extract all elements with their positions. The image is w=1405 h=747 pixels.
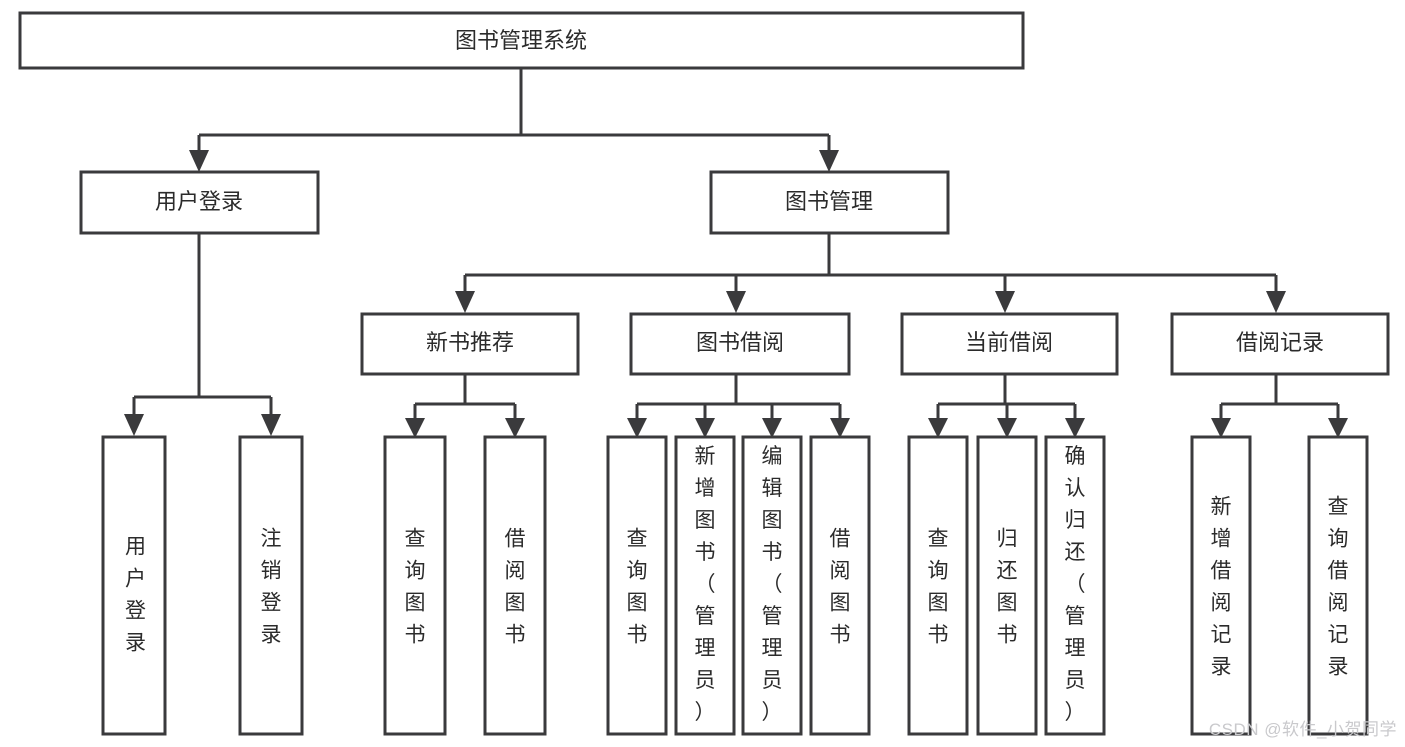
node-book-borrow-box[interactable]: [629, 312, 851, 376]
leaf-current-borrow-0-label: 查询图书: [928, 528, 949, 647]
leaf-current-borrow-0-box[interactable]: [907, 435, 969, 736]
node-borrow-record-box[interactable]: [1170, 312, 1390, 376]
node-new-book-recommend-label: 新书推荐: [426, 330, 514, 355]
leaf-borrow-record-0-label: 新增借阅记录: [1211, 496, 1232, 679]
leaf-current-borrow-2[interactable]: 确认归还（管理员）: [1044, 435, 1106, 736]
node-borrow-record[interactable]: 借阅记录: [1170, 312, 1390, 376]
leaf-current-borrow-0[interactable]: 查询图书: [907, 435, 969, 736]
arrowhead-icon: [1266, 291, 1286, 313]
leaf-borrow-record-0-box[interactable]: [1190, 435, 1252, 736]
leaf-user-login-0-label: 用户登录: [123, 535, 147, 652]
leaf-book-borrow-0[interactable]: 查询图书: [606, 435, 668, 736]
node-book-manage-box[interactable]: [709, 170, 950, 235]
node-user-login-label: 用户登录: [155, 189, 243, 214]
leaf-new-book-0-label: 查询图书: [405, 528, 426, 647]
node-user-login[interactable]: 用户登录: [79, 170, 320, 235]
node-new-book-recommend[interactable]: 新书推荐: [360, 312, 580, 376]
leaf-book-borrow-3[interactable]: 借阅图书: [809, 435, 871, 736]
leaf-borrow-record-1-box[interactable]: [1307, 435, 1369, 736]
node-root-box[interactable]: [18, 11, 1025, 70]
leaf-user-login-1-label: 注销登录: [261, 528, 282, 647]
leaf-book-borrow-3-label: 借阅图书: [830, 528, 851, 647]
node-current-borrow-box[interactable]: [900, 312, 1119, 376]
leaf-new-book-1-label: 借阅图书: [505, 528, 526, 647]
leaf-new-book-1[interactable]: 借阅图书: [483, 435, 547, 736]
node-current-borrow[interactable]: 当前借阅: [900, 312, 1119, 376]
arrowhead-icon: [1328, 418, 1348, 438]
arrowhead-icon: [455, 291, 475, 313]
arrowhead-icon: [695, 418, 715, 438]
node-new-book-recommend-box[interactable]: [360, 312, 580, 376]
leaf-book-borrow-1-box[interactable]: [674, 435, 736, 736]
leaf-borrow-record-1[interactable]: 查询借阅记录: [1307, 435, 1369, 736]
leaf-borrow-record-1-label: 查询借阅记录: [1328, 496, 1349, 679]
node-user-login-box[interactable]: [79, 170, 320, 235]
node-book-manage[interactable]: 图书管理: [709, 170, 950, 235]
arrowhead-icon: [124, 414, 144, 436]
leaf-user-login-1-box[interactable]: [238, 435, 304, 736]
leaf-current-borrow-2-label: 确认归还（管理员）: [1065, 445, 1086, 724]
leaf-user-login-0-box[interactable]: [101, 435, 167, 736]
arrowhead-icon: [405, 418, 425, 438]
leaf-book-borrow-0-box[interactable]: [606, 435, 668, 736]
leaf-user-login-0[interactable]: 用户登录: [101, 435, 167, 736]
node-root[interactable]: 图书管理系统: [18, 11, 1025, 70]
leaf-book-borrow-1[interactable]: 新增图书（管理员）: [674, 435, 736, 736]
leaf-new-book-0-box[interactable]: [383, 435, 447, 736]
leaf-book-borrow-2[interactable]: 编辑图书（管理员）: [741, 435, 803, 736]
node-book-borrow[interactable]: 图书借阅: [629, 312, 851, 376]
arrowhead-icon: [1211, 418, 1231, 438]
node-book-manage-label: 图书管理: [785, 189, 873, 214]
arrowhead-icon: [1065, 418, 1085, 438]
arrowhead-icon: [261, 414, 281, 436]
node-book-borrow-label: 图书借阅: [696, 330, 784, 355]
leaf-book-borrow-2-label: 编辑图书（管理员）: [762, 445, 783, 724]
leaf-current-borrow-1-box[interactable]: [976, 435, 1038, 736]
leaf-user-login-1[interactable]: 注销登录: [238, 435, 304, 736]
arrowhead-icon: [762, 418, 782, 438]
node-borrow-record-label: 借阅记录: [1236, 330, 1324, 355]
csdn-watermark: CSDN @软件_小贺同学: [1208, 720, 1397, 739]
arrowhead-icon: [995, 291, 1015, 313]
leaf-current-borrow-2-box[interactable]: [1044, 435, 1106, 736]
arrowhead-icon: [928, 418, 948, 438]
arrowhead-icon: [819, 150, 839, 172]
leaf-new-book-0[interactable]: 查询图书: [383, 435, 447, 736]
arrowhead-icon: [505, 418, 525, 438]
arrowhead-icon: [627, 418, 647, 438]
leaf-new-book-1-box[interactable]: [483, 435, 547, 736]
arrowhead-icon: [997, 418, 1017, 438]
leaf-book-borrow-0-label: 查询图书: [627, 528, 648, 647]
leaf-borrow-record-0[interactable]: 新增借阅记录: [1190, 435, 1252, 736]
leaf-book-borrow-3-box[interactable]: [809, 435, 871, 736]
leaf-book-borrow-2-box[interactable]: [741, 435, 803, 736]
node-current-borrow-label: 当前借阅: [965, 330, 1053, 355]
arrowhead-layer: [124, 150, 1348, 438]
arrowhead-icon: [726, 291, 746, 313]
node-root-label: 图书管理系统: [455, 28, 587, 53]
arrowhead-icon: [189, 150, 209, 172]
leaf-current-borrow-1-label: 归还图书: [997, 528, 1018, 647]
leaf-book-borrow-1-label: 新增图书（管理员）: [695, 445, 716, 724]
arrowhead-icon: [830, 418, 850, 438]
leaf-current-borrow-1[interactable]: 归还图书: [976, 435, 1038, 736]
